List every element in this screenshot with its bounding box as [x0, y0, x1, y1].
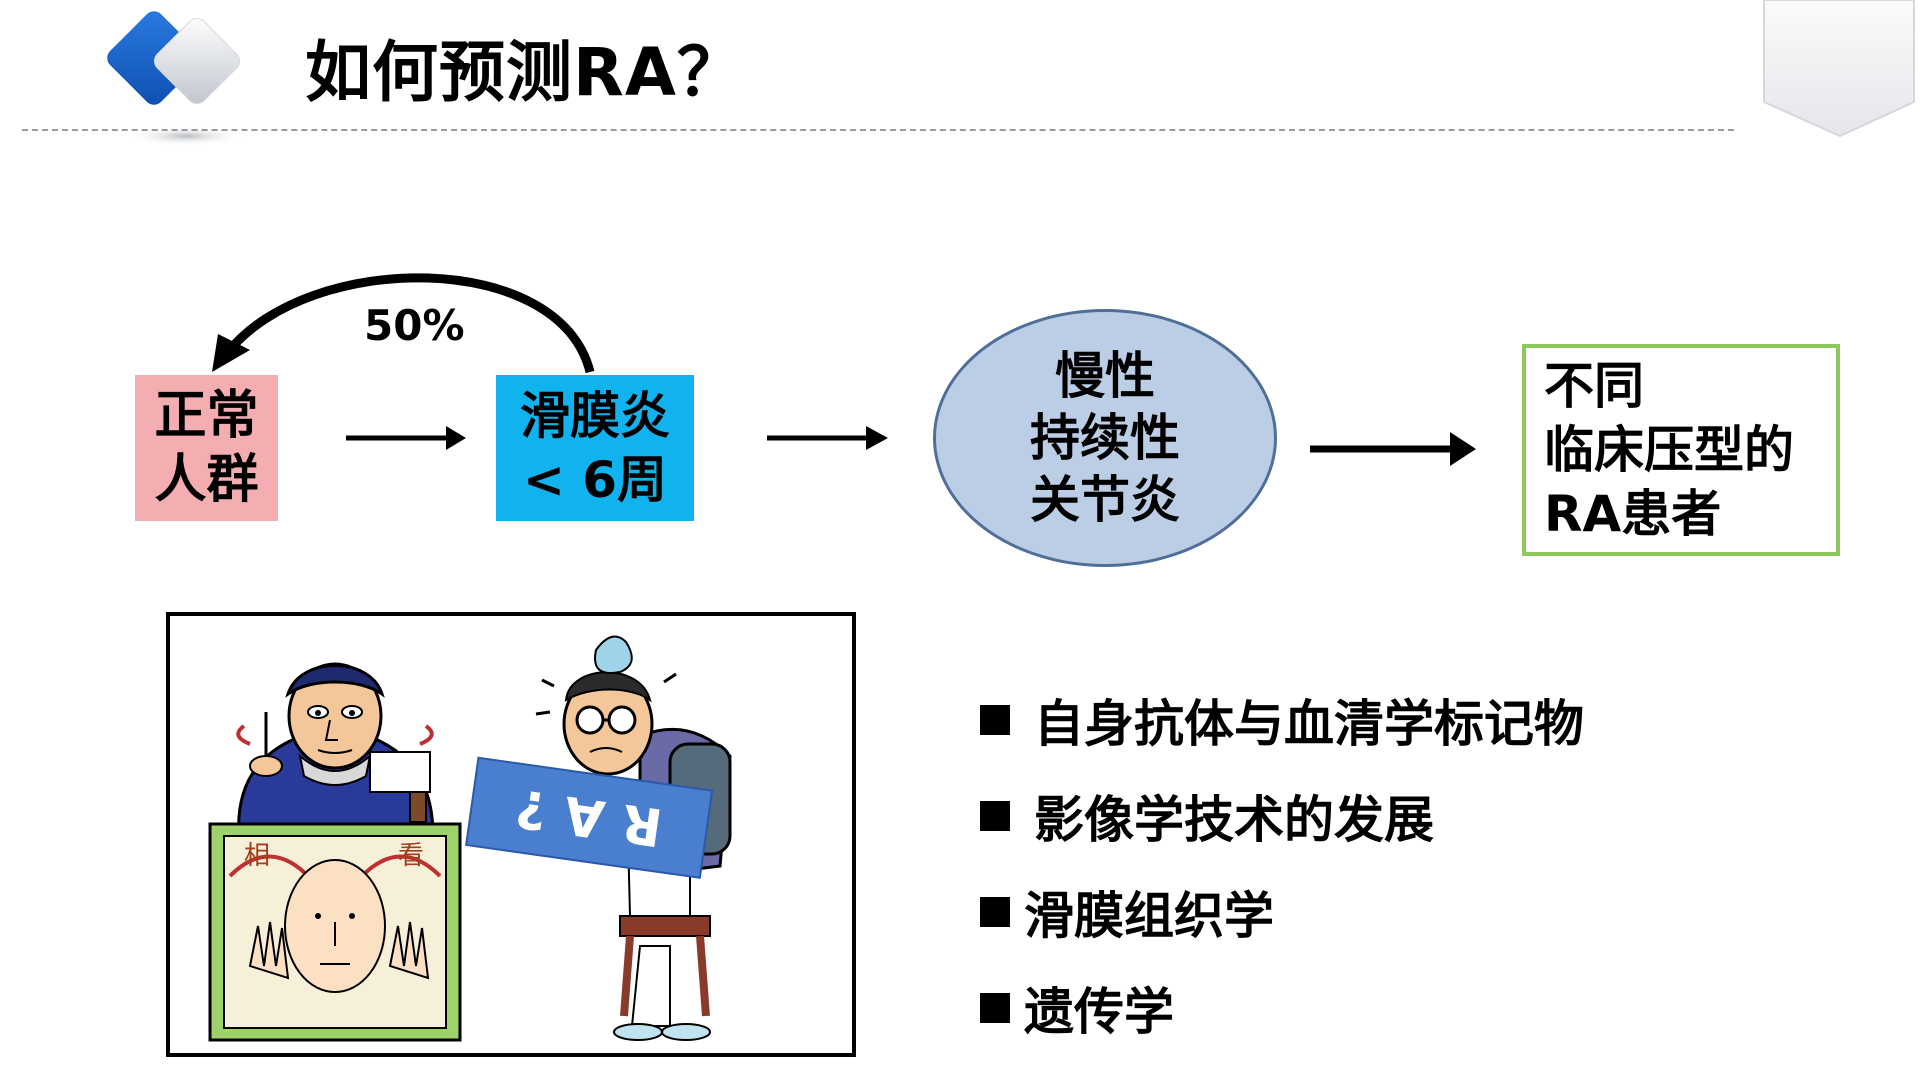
- logo: [107, 11, 246, 146]
- synovitis-line2: < 6周: [522, 451, 668, 509]
- bullet-square-icon: [980, 801, 1010, 831]
- bullet-text: 遗传学: [1024, 983, 1174, 1041]
- chronic-line3: 关节炎: [1030, 471, 1180, 529]
- bullet-item: 遗传学: [980, 960, 1880, 1056]
- header-divider: [22, 129, 1734, 131]
- bullet-text: 滑膜组织学: [1024, 887, 1274, 945]
- arrow-chronic-to-outcome: [1310, 432, 1476, 466]
- bullet-text: 自身抗体与血清学标记物: [1034, 695, 1584, 753]
- fortune-teller-cartoon: 相 看: [208, 635, 732, 1042]
- chart-sign-left: 相: [244, 841, 270, 871]
- bullet-text: 影像学技术的发展: [1034, 791, 1434, 849]
- corner-tab-decoration: [1763, 0, 1915, 138]
- face-reading-chart: 相 看: [208, 822, 462, 1042]
- page-title: 如何预测RA？: [305, 34, 744, 111]
- ra-outcome-box: 不同 临床压型的 RA患者: [1522, 344, 1840, 556]
- normal-population-box: 正常 人群: [135, 375, 278, 521]
- cartoon-illustration: 相 看: [166, 612, 856, 1057]
- arrow-synovitis-to-chronic: [767, 426, 888, 450]
- synovitis-line1: 滑膜炎: [520, 387, 670, 445]
- normal-line2: 人群: [154, 450, 259, 510]
- chronic-line1: 慢性: [1055, 347, 1155, 405]
- ra-question-card: R A ?: [465, 756, 714, 879]
- chart-sign-right: 看: [398, 841, 424, 871]
- arrow-normal-to-synovitis: [346, 426, 466, 450]
- predictor-bullet-list: 自身抗体与血清学标记物 影像学技术的发展 滑膜组织学 遗传学: [980, 672, 1880, 1056]
- outcome-line1: 不同: [1544, 357, 1644, 415]
- normal-line1: 正常: [154, 386, 259, 446]
- outcome-line3: RA患者: [1544, 485, 1722, 543]
- bullet-square-icon: [980, 705, 1010, 735]
- bullet-item: 自身抗体与血清学标记物: [980, 672, 1880, 768]
- bullet-item: 滑膜组织学: [980, 864, 1880, 960]
- bullet-square-icon: [980, 993, 1010, 1023]
- chronic-arthritis-ellipse: 慢性 持续性 关节炎: [933, 309, 1277, 567]
- synovitis-box: 滑膜炎 < 6周: [496, 375, 694, 521]
- chronic-line2: 持续性: [1030, 409, 1180, 467]
- bullet-square-icon: [980, 897, 1010, 927]
- bullet-item: 影像学技术的发展: [980, 768, 1880, 864]
- fortune-teller-figure: [236, 662, 435, 853]
- outcome-line2: 临床压型的: [1544, 421, 1794, 479]
- return-percent-label: 50%: [364, 301, 465, 350]
